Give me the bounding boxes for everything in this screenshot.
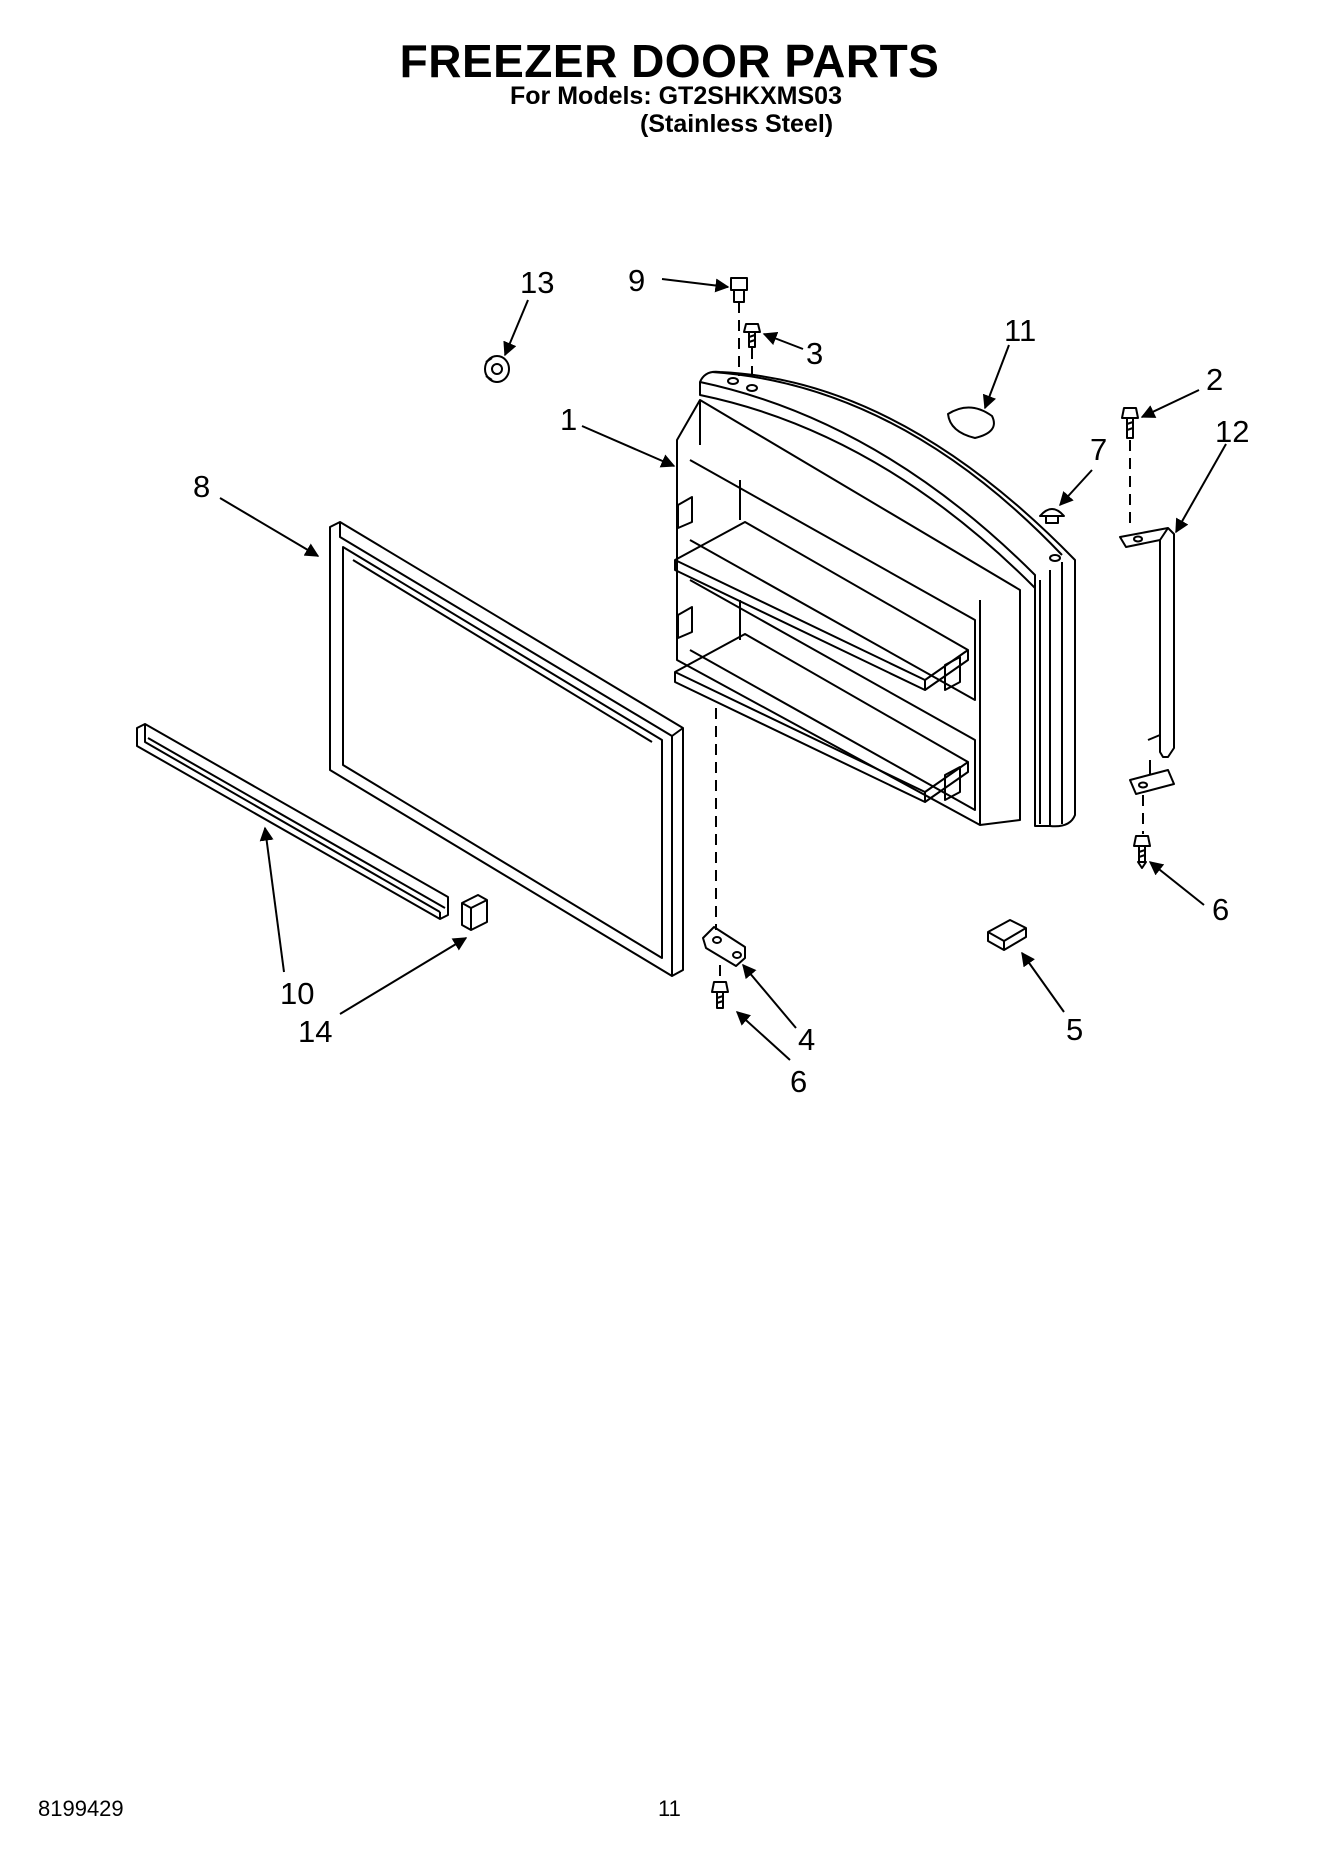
- callout-12: 12: [1215, 414, 1249, 449]
- leader-13: [503, 299, 529, 357]
- handle-screw-part: [1121, 407, 1139, 439]
- freezer-door-part: [674, 370, 1076, 828]
- trim-end-cap-part: [461, 894, 488, 931]
- plug-part: [484, 355, 510, 383]
- leader-6-bottom: [735, 1011, 791, 1061]
- callout-9: 9: [628, 263, 645, 298]
- models-line: For Models: GT2SHKXMS03: [510, 82, 842, 110]
- callout-6-bottom: 6: [790, 1064, 807, 1099]
- door-handle-part: [1119, 527, 1175, 795]
- callout-5: 5: [1066, 1012, 1083, 1047]
- part-number: 8199429: [38, 1796, 124, 1821]
- callout-6-right: 6: [1212, 892, 1229, 927]
- callout-13: 13: [520, 265, 554, 300]
- callout-10: 10: [280, 976, 314, 1011]
- alignment-lines: [715, 302, 1144, 980]
- leader-9: [661, 278, 730, 293]
- leader-1: [581, 425, 676, 468]
- leader-5: [1021, 951, 1065, 1013]
- leader-7: [1059, 469, 1093, 507]
- callout-4: 4: [798, 1022, 815, 1057]
- leader-10: [259, 826, 285, 973]
- leader-12: [1175, 443, 1227, 534]
- trim-strip-part: [136, 723, 449, 920]
- callout-8: 8: [193, 469, 210, 504]
- door-gasket-part: [329, 521, 684, 977]
- callout-7: 7: [1090, 432, 1107, 467]
- label-part: [947, 406, 995, 439]
- hinge-screw-part-right: [1133, 835, 1151, 869]
- screw-part: [743, 323, 761, 348]
- hinge-screw-part-bottom: [711, 981, 729, 1009]
- leader-14: [339, 937, 468, 1015]
- page-number: 11: [658, 1796, 681, 1821]
- leader-4: [742, 963, 797, 1029]
- callout-1: 1: [560, 402, 577, 437]
- plug-button-part: [1039, 508, 1065, 524]
- page-title: FREEZER DOOR PARTS: [399, 35, 940, 87]
- hinge-pin-part: [730, 277, 748, 303]
- callout-3: 3: [806, 336, 823, 371]
- callout-14: 14: [298, 1014, 332, 1049]
- callout-2: 2: [1206, 362, 1223, 397]
- leader-6-right: [1148, 861, 1205, 906]
- bottom-hinge-part: [702, 926, 746, 967]
- callout-11: 11: [1004, 313, 1036, 348]
- finish-line: (Stainless Steel): [640, 110, 834, 138]
- leader-8: [219, 497, 320, 557]
- leader-arrows: [219, 278, 1227, 1061]
- leader-2: [1140, 389, 1200, 418]
- clip-part: [987, 919, 1027, 951]
- leader-3: [762, 331, 804, 350]
- leader-11: [982, 344, 1010, 410]
